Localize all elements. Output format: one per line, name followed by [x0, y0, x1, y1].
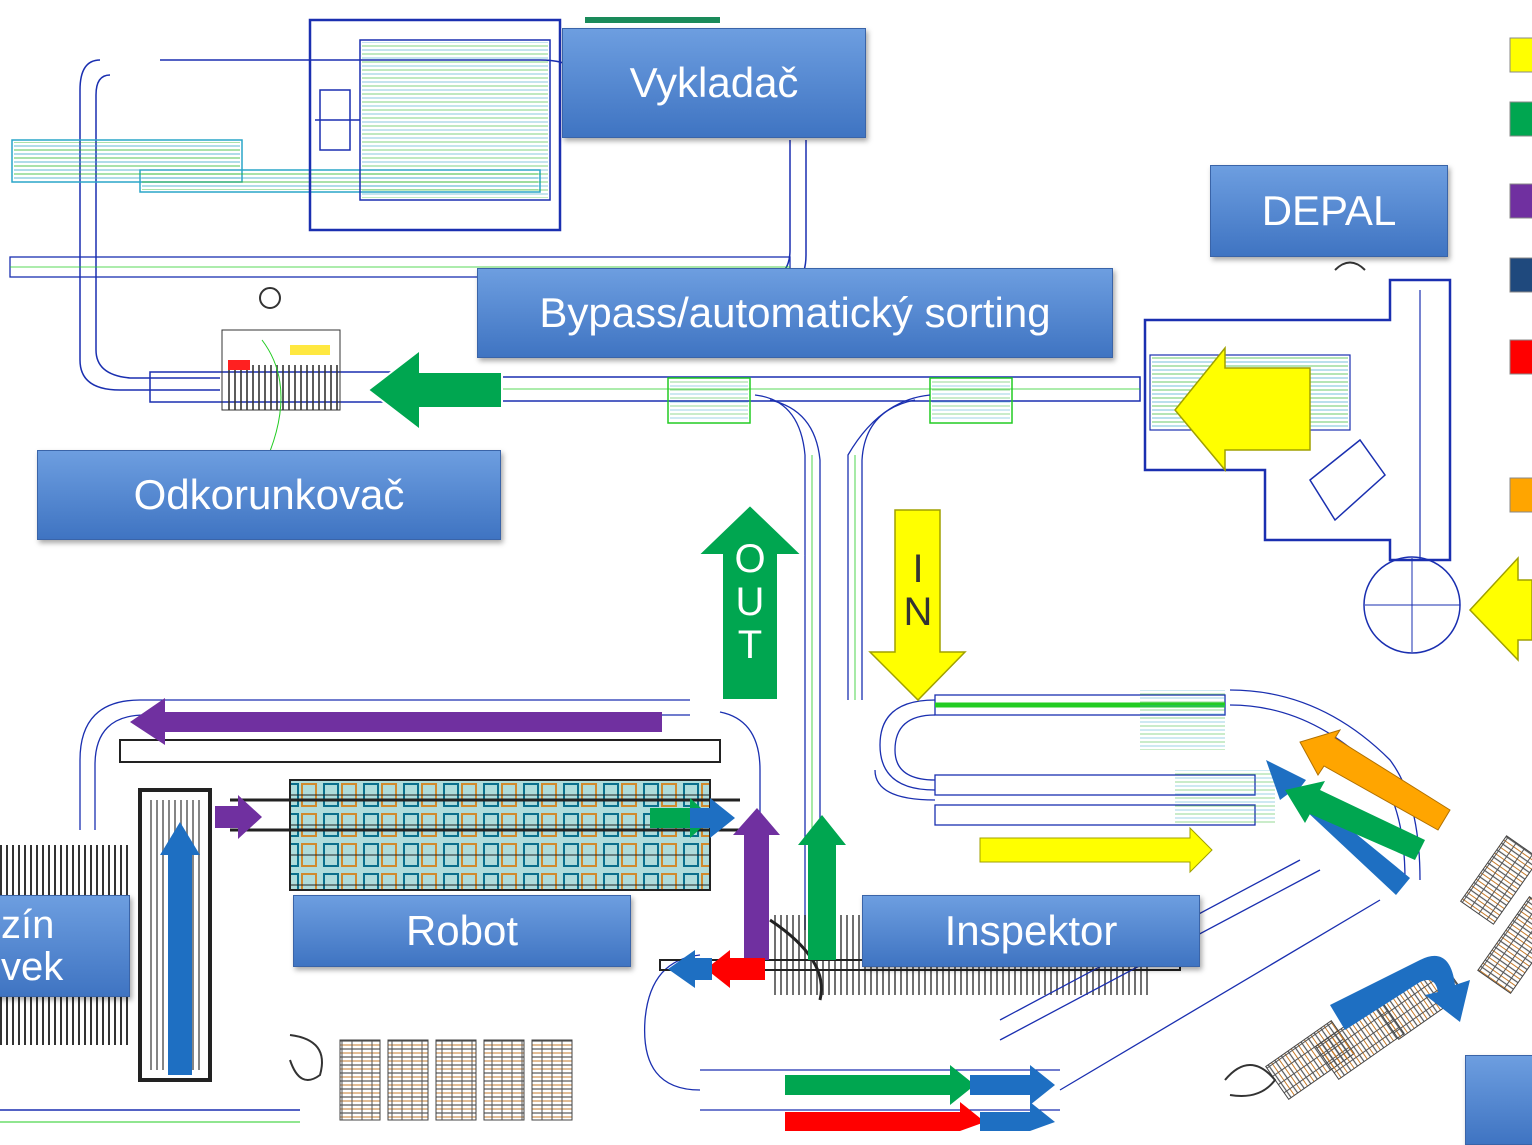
label-zasobnik-line1: zín: [1, 903, 55, 947]
arrow-blue-magazine: [160, 822, 200, 1075]
arrow-purple-up: [733, 808, 780, 960]
arrow-blue-curved: [1330, 955, 1470, 1030]
arrow-red-bottom: [785, 1102, 985, 1131]
label-robot: Robot: [293, 895, 631, 967]
decrowner-machine: [221, 287, 341, 471]
arrow-blue-bottom: [970, 1065, 1055, 1105]
label-zasobnik-line2: vek: [1, 945, 64, 989]
in-letter-i: I: [912, 547, 924, 591]
label-bypass: Bypass/automatický sorting: [477, 268, 1113, 358]
out-letter-o: O: [734, 537, 766, 581]
arrow-blue-bottom2: [980, 1102, 1055, 1131]
bypass-conveyor: [499, 376, 1141, 424]
in-text: I N: [898, 548, 938, 634]
depal-machine: [1143, 278, 1461, 654]
label-bottom-right: [1465, 1055, 1532, 1145]
arrow-green-diag: [1285, 781, 1425, 860]
out-letter-u: U: [735, 580, 765, 624]
arrow-blue-left: [668, 950, 712, 988]
robot-cells: [290, 780, 710, 890]
label-odkorunkovac: Odkorunkovač: [37, 450, 501, 540]
robot-loop: [79, 699, 761, 1091]
pallets: [289, 1034, 573, 1121]
arrow-purple-small: [215, 795, 262, 839]
out-letter-t: T: [737, 623, 763, 667]
legend: [1509, 37, 1532, 513]
arrow-yellow-right: [1468, 556, 1532, 662]
label-zasobnik: zín vek: [0, 895, 130, 997]
pallets-right: [1224, 835, 1532, 1101]
arrow-yellow-lower: [979, 826, 1213, 874]
label-inspektor: Inspektor: [862, 895, 1200, 967]
arrow-green-up: [798, 815, 846, 960]
arrow-green-bottom: [785, 1065, 975, 1105]
arrow-orange-diag: [1299, 729, 1451, 831]
arrow-purple-top: [130, 698, 662, 745]
t-junction: [754, 394, 931, 930]
arrow-red-small: [706, 950, 765, 988]
label-vykladac: Vykladač: [562, 28, 866, 138]
arrow-yellow-depal: [1174, 345, 1311, 473]
arrow-in: [868, 509, 967, 702]
unloader-machine: [308, 18, 562, 232]
flow-arrows: [130, 345, 1532, 1131]
out-text: O U T: [730, 538, 770, 667]
arrow-blue-robot: [690, 798, 735, 838]
in-letter-n: N: [903, 590, 933, 634]
label-depal: DEPAL: [1210, 165, 1448, 257]
arrow-out: [695, 503, 805, 701]
arrow-green-decrowner: [366, 347, 503, 433]
